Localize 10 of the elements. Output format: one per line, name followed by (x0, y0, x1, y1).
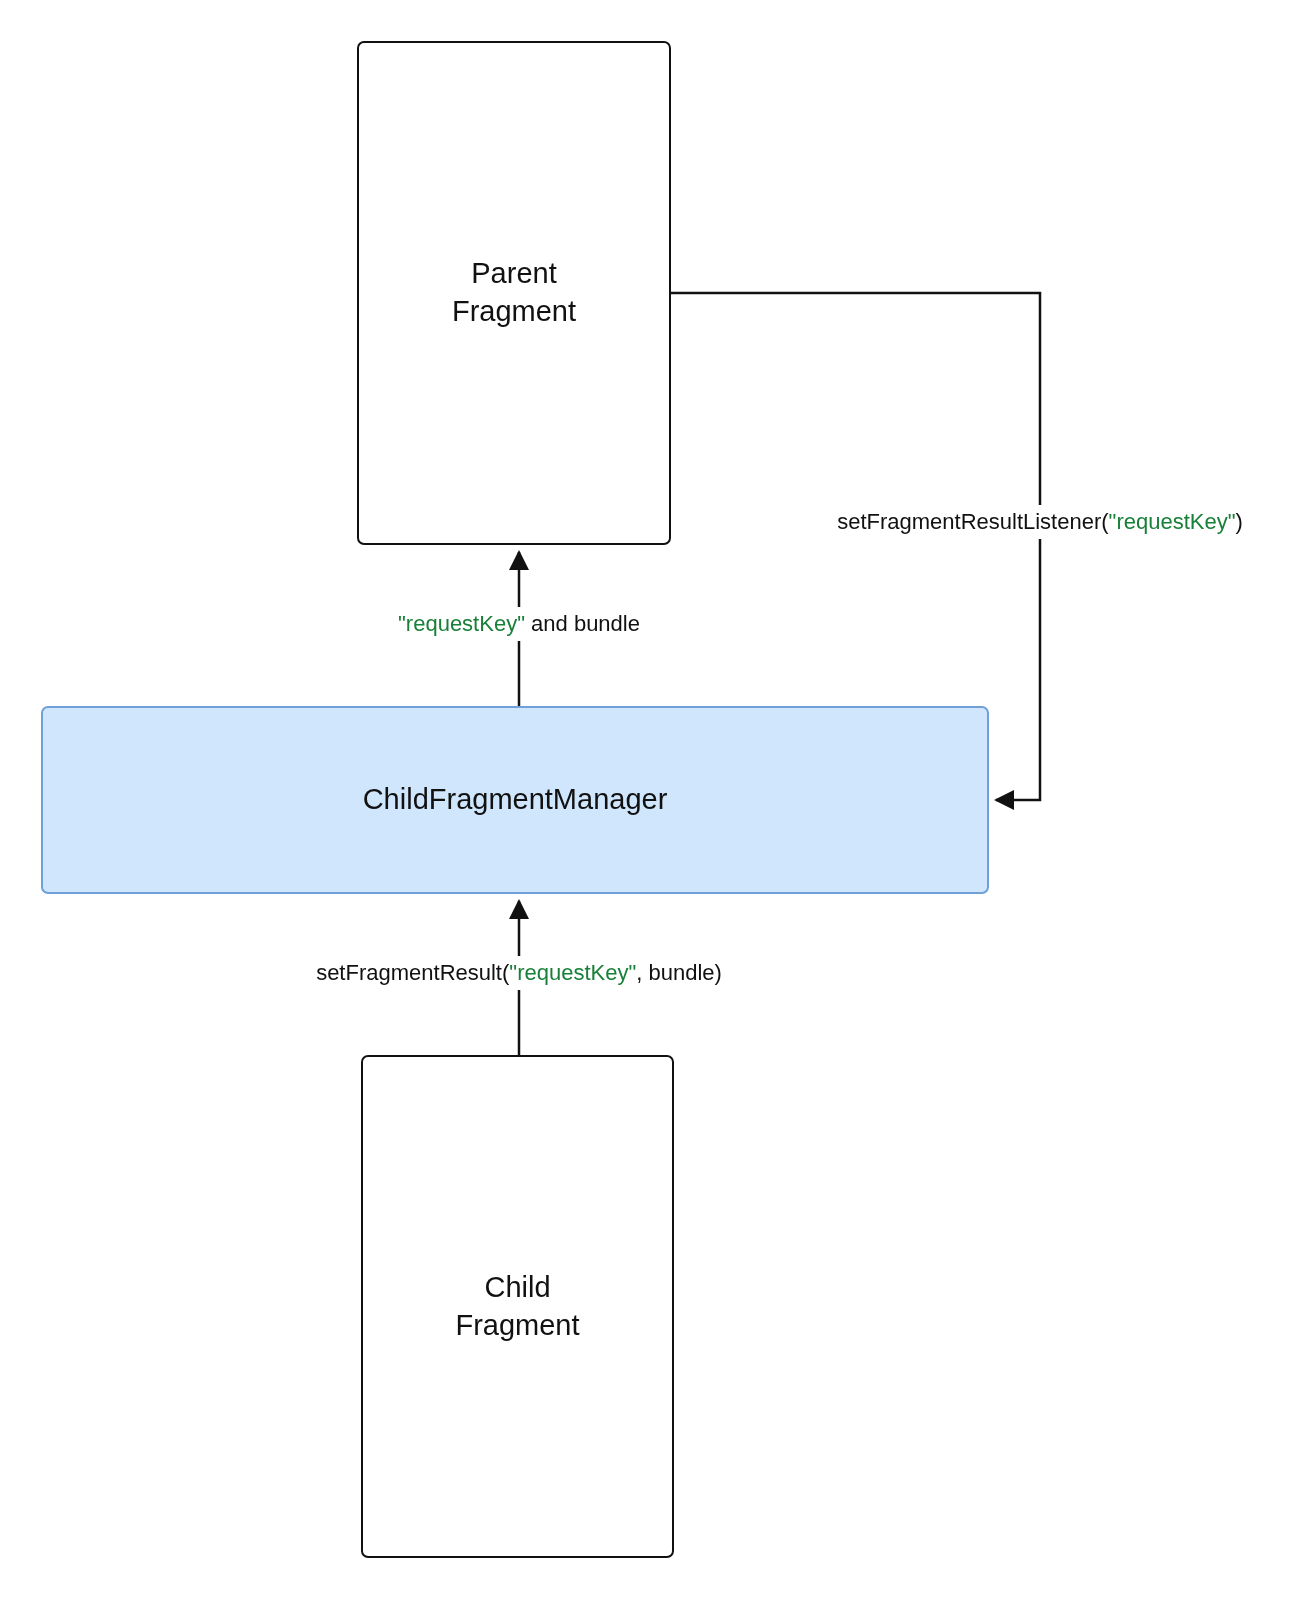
arrow (671, 291, 1042, 810)
fragment-box (361, 1055, 674, 1558)
edge-label: setFragmentResult("requestKey", bundle) (314, 956, 724, 990)
node-label: Child Fragment (454, 1269, 581, 1343)
edge-label: "requestKey" and bundle (396, 607, 642, 641)
node-label: Parent Fragment (450, 256, 578, 329)
manager-box (41, 706, 989, 894)
edge-label: setFragmentResultListener("requestKey") (835, 505, 1245, 539)
fragment-box (357, 41, 671, 545)
node-label: ChildFragmentManager (362, 782, 668, 818)
